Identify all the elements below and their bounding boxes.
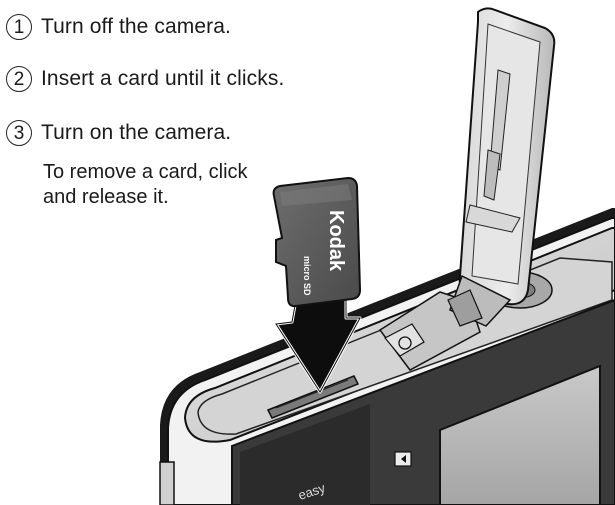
camera-body: easy [159,208,615,505]
card-brand-label: Kodak [325,210,347,272]
step-text: Turn on the camera. [41,121,232,144]
note-line: and release it. [43,186,169,208]
step-number: 2 [6,66,32,92]
note-line: To remove a card, click [43,161,248,183]
card-type-label: micro SD [302,256,312,296]
remove-card-note: To remove a card, click and release it. [43,160,303,210]
step-2: 2 Insert a card until it clicks. [6,64,316,94]
microsd-card: Kodak micro SD [272,176,362,308]
step-text: Turn off the camera. [41,15,231,38]
card-door [447,7,556,327]
step-3: 3 Turn on the camera. [6,118,316,148]
step-number: 1 [6,14,32,40]
instruction-steps: 1 Turn off the camera. 2 Insert a card u… [6,12,316,170]
step-text: Insert a card until it clicks. [41,67,285,90]
step-number: 3 [6,120,32,146]
step-1: 1 Turn off the camera. [6,12,316,42]
